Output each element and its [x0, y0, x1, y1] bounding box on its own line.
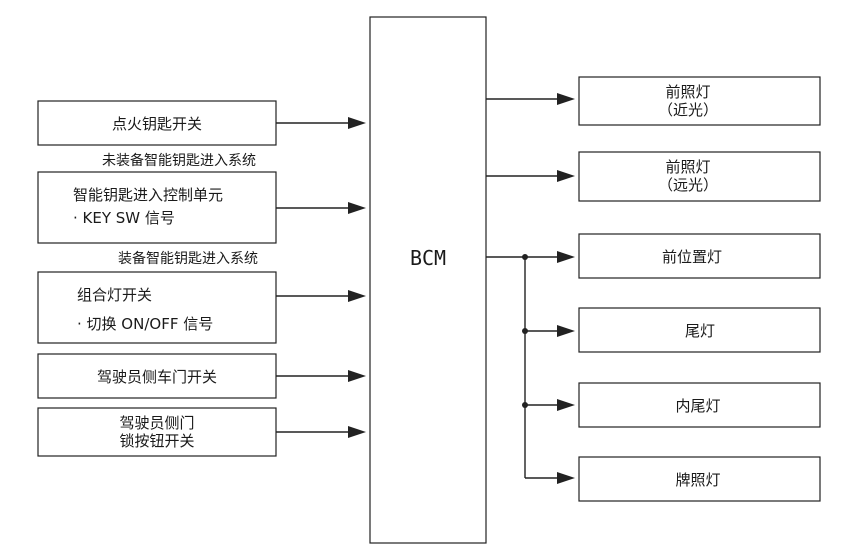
- bcm-label: BCM: [410, 246, 446, 270]
- output-headlamp-high: 前照灯 （远光）: [578, 151, 821, 202]
- input-ignition-switch: 点火钥匙开关: [37, 100, 277, 146]
- svg-text:（远光）: （远光）: [658, 176, 718, 194]
- svg-text:智能钥匙进入控制单元: 智能钥匙进入控制单元: [73, 186, 223, 204]
- input-smart-key-unit: 智能钥匙进入控制单元 · KEY SW 信号: [37, 171, 277, 244]
- svg-text:· 切换 ON/OFF 信号: · 切换 ON/OFF 信号: [77, 315, 213, 333]
- input-driver-door-switch: 驾驶员侧车门开关: [37, 353, 277, 399]
- output-inner-tail-lamp: 内尾灯: [578, 382, 821, 428]
- svg-text:组合灯开关: 组合灯开关: [77, 286, 152, 304]
- svg-text:驾驶员侧门: 驾驶员侧门: [119, 414, 194, 432]
- svg-text:· KEY SW 信号: · KEY SW 信号: [73, 209, 175, 227]
- output-license-plate-lamp: 牌照灯: [578, 456, 821, 502]
- svg-text:前照灯: 前照灯: [665, 83, 710, 101]
- input-combo-switch: 组合灯开关 · 切换 ON/OFF 信号: [37, 271, 277, 344]
- svg-text:驾驶员侧车门开关: 驾驶员侧车门开关: [97, 368, 217, 386]
- input-driver-door-lock-switch: 驾驶员侧门 锁按钮开关: [37, 407, 277, 457]
- svg-text:内尾灯: 内尾灯: [675, 397, 720, 415]
- bcm-box: [369, 16, 487, 544]
- output-headlamp-low: 前照灯 （近光）: [578, 76, 821, 126]
- svg-text:锁按钮开关: 锁按钮开关: [119, 432, 194, 450]
- svg-text:牌照灯: 牌照灯: [675, 471, 720, 489]
- junction-dot: [522, 254, 528, 260]
- svg-text:（近光）: （近光）: [658, 101, 718, 119]
- svg-text:尾灯: 尾灯: [685, 322, 715, 340]
- output-tail-lamp: 尾灯: [578, 307, 821, 353]
- output-arrows: [486, 93, 575, 484]
- svg-text:点火钥匙开关: 点火钥匙开关: [112, 115, 202, 133]
- svg-text:前位置灯: 前位置灯: [662, 248, 722, 266]
- input-arrows: [276, 117, 366, 438]
- note-without-smart-key: 未装备智能钥匙进入系统: [102, 152, 256, 169]
- note-with-smart-key: 装备智能钥匙进入系统: [118, 250, 258, 267]
- svg-text:前照灯: 前照灯: [665, 158, 710, 176]
- output-front-position-lamp: 前位置灯: [578, 233, 821, 279]
